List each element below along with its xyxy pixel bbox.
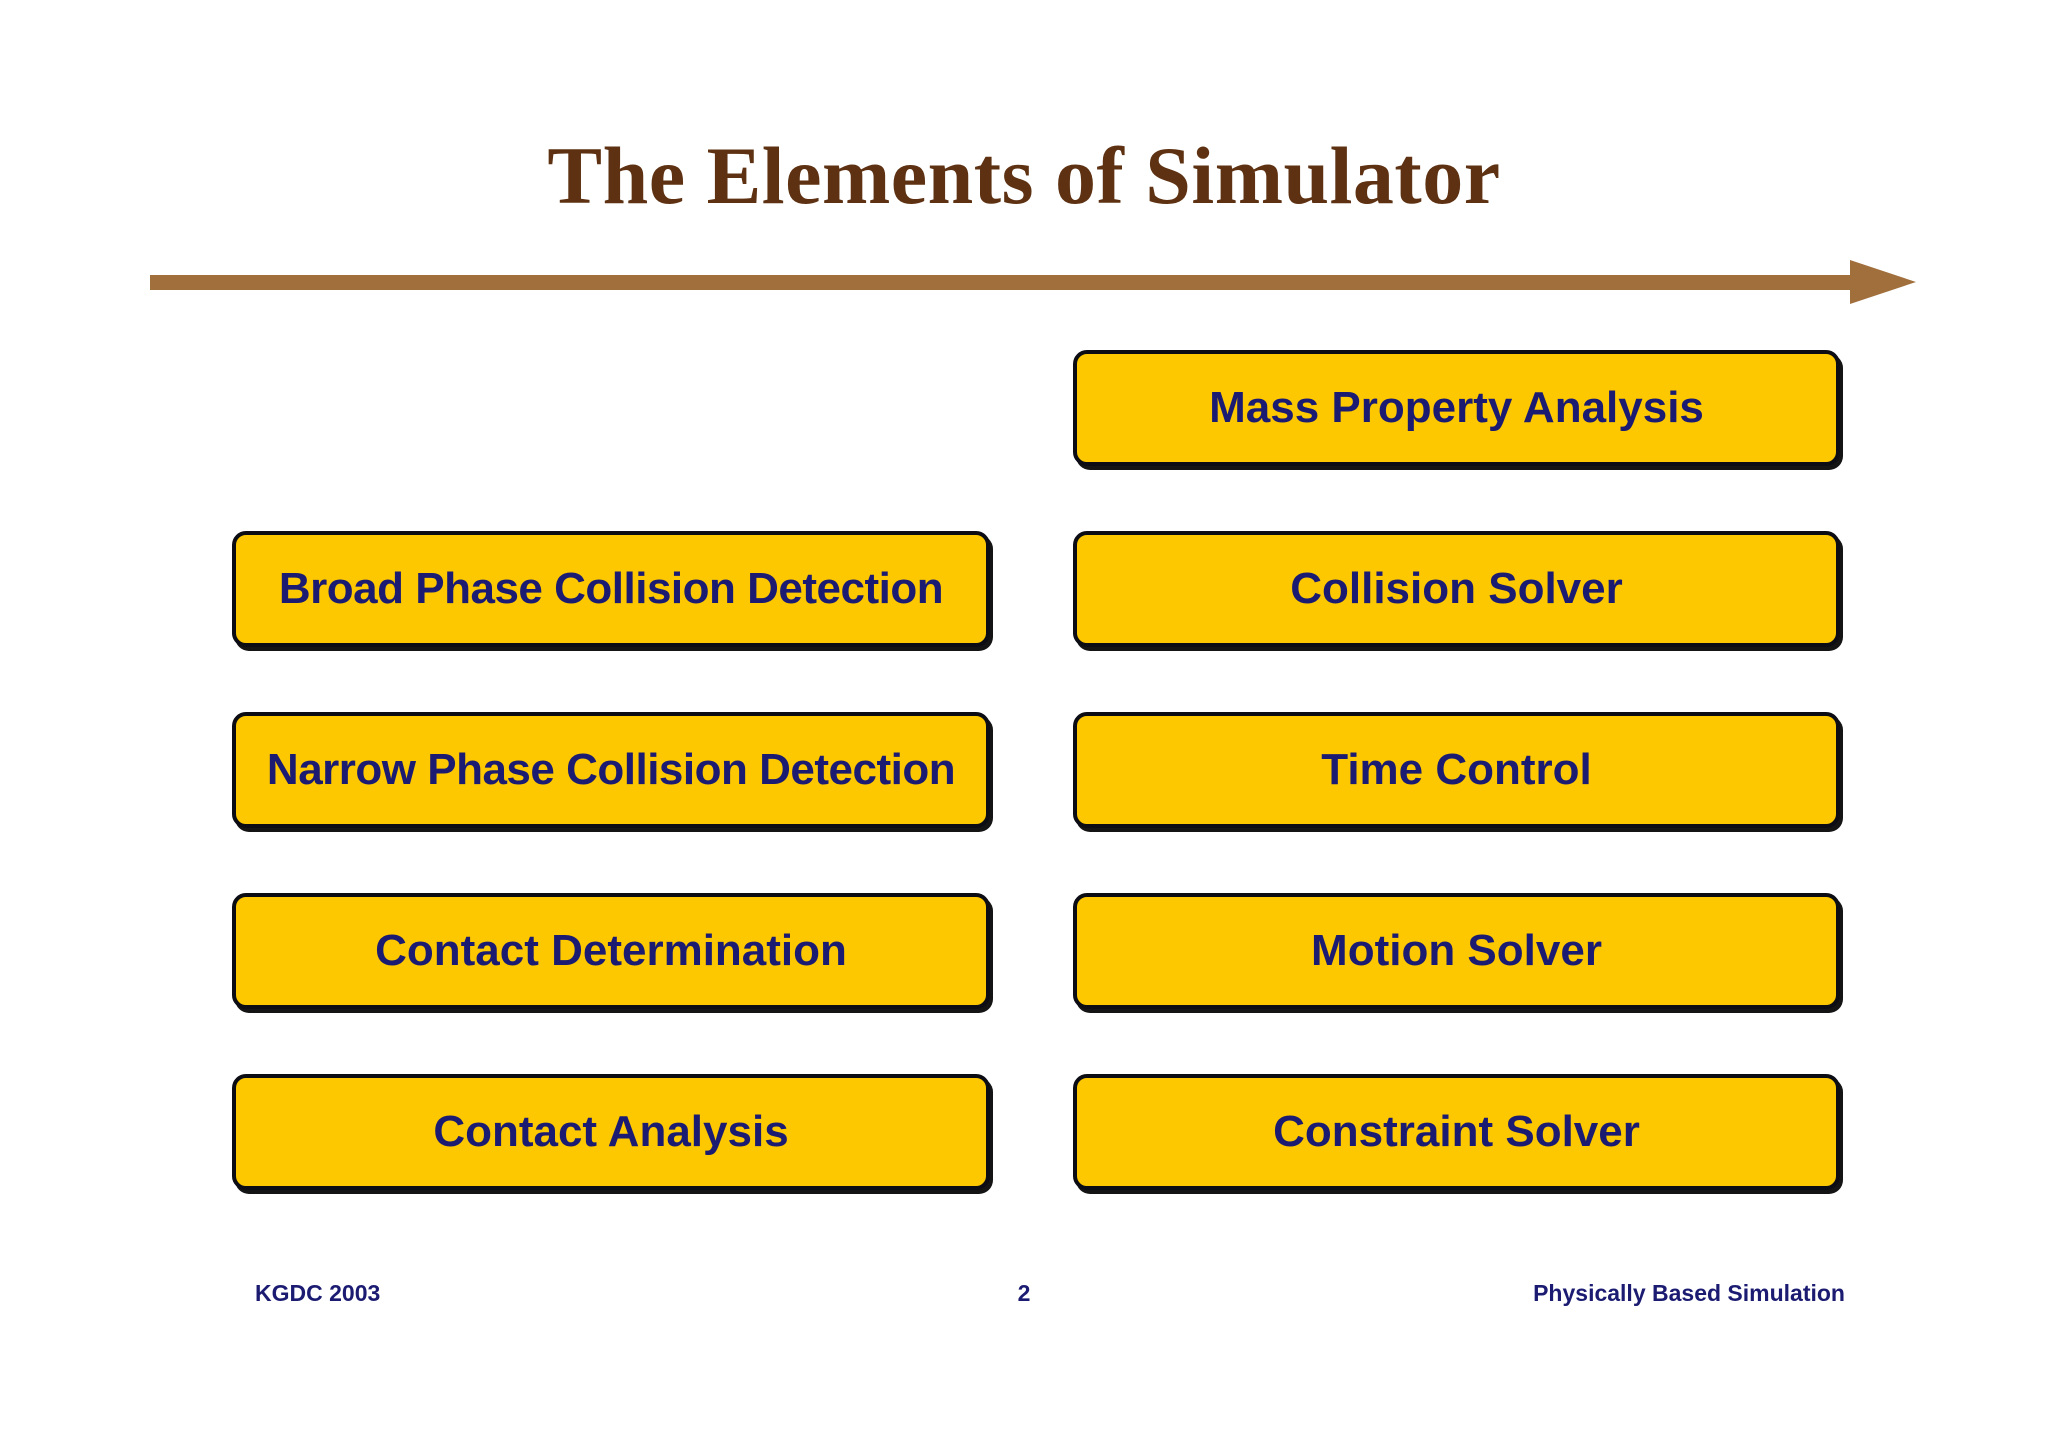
footer-page-number: 2 — [1017, 1280, 1031, 1306]
element-box-contact-determination[interactable]: Contact Determination — [232, 893, 990, 1009]
slide-footer: KGDC 2003 2 Physically Based Simulation — [0, 1278, 2048, 1314]
arrow-shaft — [150, 275, 1872, 290]
element-box-motion-solver[interactable]: Motion Solver — [1073, 893, 1840, 1009]
right-arrow-icon — [150, 260, 1916, 304]
page-title: The Elements of Simulator — [547, 130, 1501, 221]
element-box-narrow-phase-collision-detection[interactable]: Narrow Phase Collision Detection — [232, 712, 990, 828]
element-box-collision-solver[interactable]: Collision Solver — [1073, 531, 1840, 647]
element-box-mass-property-analysis[interactable]: Mass Property Analysis — [1073, 350, 1840, 466]
footer-topic-label: Physically Based Simulation — [1533, 1280, 1845, 1306]
element-box-time-control[interactable]: Time Control — [1073, 712, 1840, 828]
element-box-constraint-solver[interactable]: Constraint Solver — [1073, 1074, 1840, 1190]
element-box-broad-phase-collision-detection[interactable]: Broad Phase Collision Detection — [232, 531, 990, 647]
footer-conference-label: KGDC 2003 — [255, 1280, 381, 1306]
arrow-head — [1850, 260, 1916, 304]
element-box-contact-analysis[interactable]: Contact Analysis — [232, 1074, 990, 1190]
